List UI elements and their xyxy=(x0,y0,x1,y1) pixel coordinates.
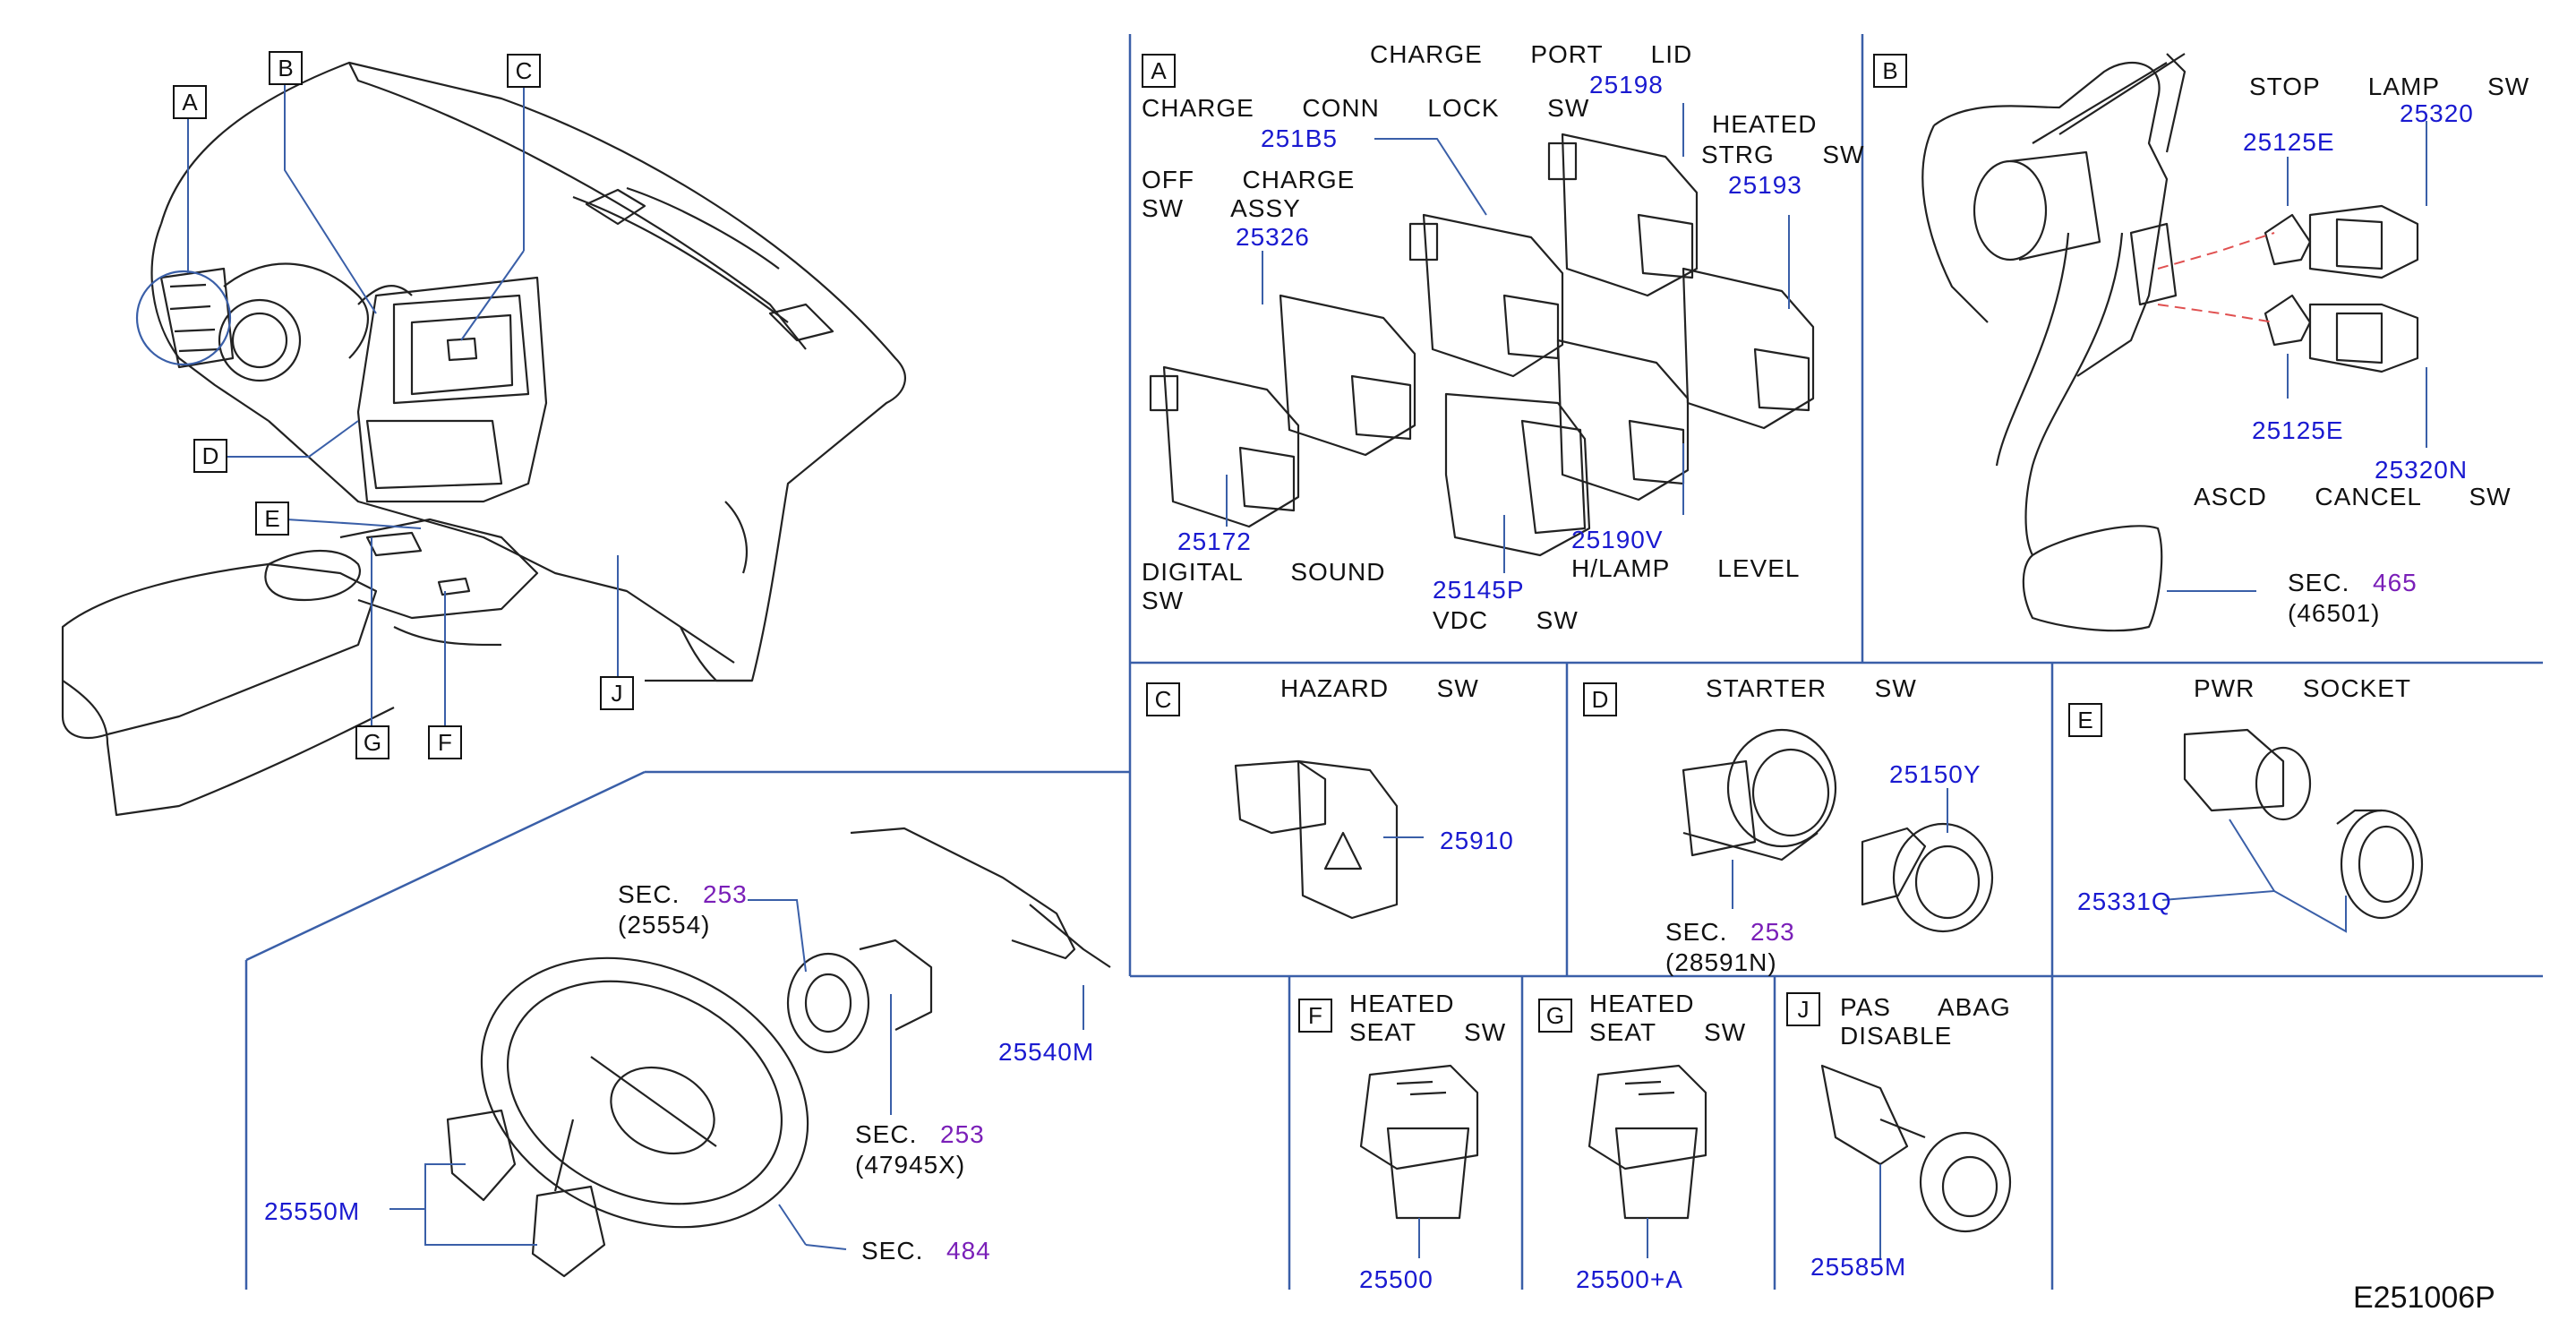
overview-leader-lines xyxy=(187,81,619,725)
part-25320: 25320 xyxy=(2400,99,2474,127)
sec-253-starter-number: 253 xyxy=(1750,918,1795,946)
part-25150y: 25150Y xyxy=(1889,760,1981,788)
heated-seat-f-title-1: HEATED xyxy=(1349,990,1455,1017)
panel-c-hazard xyxy=(1234,759,1399,920)
heated-seat-g-title-2: SEAT SW xyxy=(1589,1018,1747,1046)
heated-strg-title-1: HEATED xyxy=(1712,110,1818,138)
part-25125e-bottom: 25125E xyxy=(2252,416,2344,444)
ascd-cancel-title: ASCD CANCEL SW xyxy=(2194,483,2512,510)
part-25193: 25193 xyxy=(1728,171,1802,199)
digital-sound-title-2: SW xyxy=(1142,587,1185,614)
part-25326: 25326 xyxy=(1236,223,1310,251)
sec-253-clock-number: 253 xyxy=(940,1120,985,1148)
panel-e-socket xyxy=(2183,728,2424,920)
part-25550m: 25550M xyxy=(264,1197,361,1225)
part-25145p: 25145P xyxy=(1433,576,1525,604)
heated-strg-title-2: STRG SW xyxy=(1701,141,1865,168)
sec-484-number: 484 xyxy=(946,1237,991,1265)
panel-b-pedal xyxy=(1921,53,2419,632)
steering-leaders xyxy=(389,899,1084,1250)
part-25172: 25172 xyxy=(1177,527,1252,555)
part-25331q: 25331Q xyxy=(2077,887,2172,915)
diagram-code: E251006P xyxy=(2353,1281,2495,1315)
part-25320n: 25320N xyxy=(2375,456,2469,484)
panel-c-letter: C xyxy=(1146,682,1180,716)
panels-fgj-switches xyxy=(1359,1064,2012,1233)
off-charge-title-1: OFF CHARGE xyxy=(1142,166,1356,193)
off-charge-title-2: SW ASSY xyxy=(1142,194,1301,222)
part-25500a: 25500+A xyxy=(1576,1265,1683,1293)
callout-box-c: C xyxy=(507,54,541,88)
sec-253-spiral-label: SEC. xyxy=(618,880,680,908)
pas-abag-title-1: PAS ABAG xyxy=(1840,993,2011,1021)
steering-assembly xyxy=(446,827,1111,1278)
sec-253-starter-ref: (28591N) xyxy=(1665,948,1777,976)
dashboard-overview xyxy=(61,61,906,817)
panel-f-letter: F xyxy=(1298,999,1332,1033)
callout-box-d: D xyxy=(193,439,227,473)
sec-253-clock-label: SEC. xyxy=(855,1120,918,1148)
panel-j-letter: J xyxy=(1786,992,1820,1026)
sec-253-clock-ref: (47945X) xyxy=(855,1151,966,1179)
part-25540m: 25540M xyxy=(998,1038,1095,1066)
panel-b-letter: B xyxy=(1873,54,1907,88)
pas-abag-title-2: DISABLE xyxy=(1840,1022,1953,1050)
pwr-socket-title: PWR SOCKET xyxy=(2194,674,2412,702)
panel-d-leaders xyxy=(1732,788,1948,909)
part-25125e-top: 25125E xyxy=(2243,128,2335,156)
heated-seat-f-title-2: SEAT SW xyxy=(1349,1018,1507,1046)
panel-e-leaders xyxy=(2161,819,2347,933)
vdc-title: VDC SW xyxy=(1433,606,1579,634)
sec-253-spiral-ref: (25554) xyxy=(618,911,711,939)
panel-a-switches xyxy=(1149,133,1815,557)
heated-seat-g-title-1: HEATED xyxy=(1589,990,1695,1017)
panel-d-letter: D xyxy=(1583,682,1617,716)
panel-d-starter xyxy=(1682,728,1994,933)
callout-box-e: E xyxy=(255,502,289,536)
sec-253-spiral-number: 253 xyxy=(703,880,748,908)
callout-box-a: A xyxy=(173,85,207,119)
part-25910: 25910 xyxy=(1440,827,1514,854)
charge-conn-lock-title: CHARGE CONN LOCK SW xyxy=(1142,94,1590,122)
panel-a-leaders xyxy=(1226,103,1790,573)
panels-fgj-leaders xyxy=(1418,1164,1881,1258)
starter-title: STARTER SW xyxy=(1706,674,1917,702)
part-25198: 25198 xyxy=(1589,71,1664,99)
panel-a-letter: A xyxy=(1142,54,1176,88)
hazard-title: HAZARD SW xyxy=(1280,674,1479,702)
sec-465-number: 465 xyxy=(2373,569,2418,596)
part-251b5: 251B5 xyxy=(1261,124,1338,152)
callout-box-j: J xyxy=(600,676,634,710)
hlamp-level-title: H/LAMP LEVEL xyxy=(1571,554,1801,582)
digital-sound-title-1: DIGITAL SOUND xyxy=(1142,558,1386,586)
callout-box-b: B xyxy=(269,51,303,85)
part-25190v: 25190V xyxy=(1571,526,1664,553)
panel-g-letter: G xyxy=(1538,999,1572,1033)
sec-465-label: SEC. xyxy=(2288,569,2350,596)
panel-b-dashed xyxy=(2157,232,2275,323)
panel-b-leaders xyxy=(2167,121,2427,592)
callout-box-f: F xyxy=(428,725,462,759)
panel-borders xyxy=(244,34,2543,1290)
sec-484-label: SEC. xyxy=(861,1237,924,1265)
part-25585m: 25585M xyxy=(1810,1253,1907,1281)
callout-box-g: G xyxy=(355,725,389,759)
part-25500: 25500 xyxy=(1359,1265,1433,1293)
panel-e-letter: E xyxy=(2068,703,2102,737)
sec-465-ref: (46501) xyxy=(2288,599,2381,627)
stop-lamp-title: STOP LAMP SW xyxy=(2249,73,2530,100)
charge-port-lid-title: CHARGE PORT LID xyxy=(1370,40,1693,68)
sec-253-starter-label: SEC. xyxy=(1665,918,1728,946)
